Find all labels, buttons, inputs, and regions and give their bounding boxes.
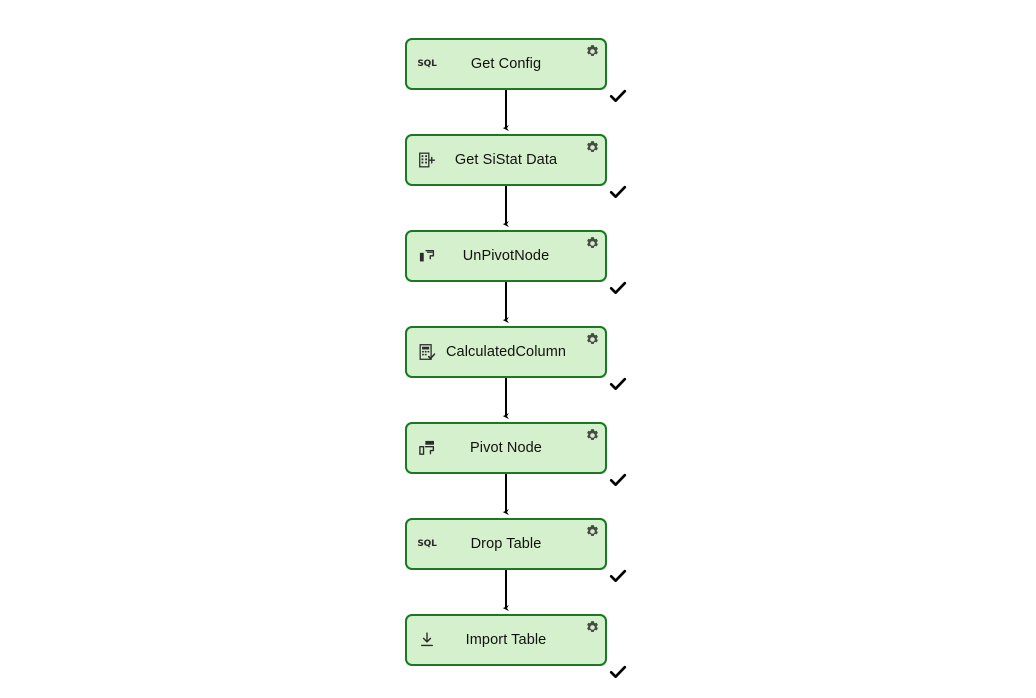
node-label: Get SiStat Data	[454, 152, 558, 168]
gear-icon[interactable]	[585, 332, 600, 347]
pivot-icon	[416, 437, 438, 459]
status-check-icon	[608, 566, 628, 586]
gear-icon[interactable]	[585, 44, 600, 59]
gear-icon[interactable]	[585, 428, 600, 443]
node-label: Import Table	[465, 632, 547, 648]
gear-icon[interactable]	[585, 236, 600, 251]
workflow-node-calculated-column[interactable]: CalculatedColumn	[405, 326, 607, 378]
workflow-node-unpivot-node[interactable]: UnPivotNode	[405, 230, 607, 282]
sql-icon: SQL	[416, 53, 438, 75]
import-icon	[416, 629, 438, 651]
sql-icon-label: SQL	[417, 59, 437, 69]
workflow-node-import-table[interactable]: Import Table	[405, 614, 607, 666]
node-label: CalculatedColumn	[445, 344, 567, 360]
status-check-icon	[608, 374, 628, 394]
node-label: Drop Table	[470, 536, 542, 552]
status-check-icon	[608, 278, 628, 298]
status-check-icon	[608, 86, 628, 106]
node-label: Pivot Node	[470, 440, 542, 456]
table-add-icon	[416, 149, 438, 171]
workflow-node-get-sistat-data[interactable]: Get SiStat Data	[405, 134, 607, 186]
workflow-node-drop-table[interactable]: SQL Drop Table	[405, 518, 607, 570]
workflow-node-get-config[interactable]: SQL Get Config	[405, 38, 607, 90]
gear-icon[interactable]	[585, 620, 600, 635]
status-check-icon	[608, 470, 628, 490]
gear-icon[interactable]	[585, 524, 600, 539]
sql-icon-label: SQL	[417, 539, 437, 549]
sql-icon: SQL	[416, 533, 438, 555]
unpivot-icon	[416, 245, 438, 267]
workflow-node-pivot-node[interactable]: Pivot Node	[405, 422, 607, 474]
status-check-icon	[608, 182, 628, 202]
calculated-column-icon	[416, 341, 438, 363]
node-label: Get Config	[470, 56, 542, 72]
gear-icon[interactable]	[585, 140, 600, 155]
node-label: UnPivotNode	[462, 248, 550, 264]
status-check-icon	[608, 662, 628, 682]
